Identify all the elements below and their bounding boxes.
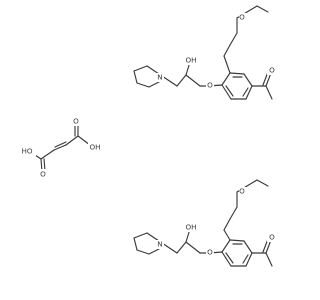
molecule-lower: O OH N O O [133,179,277,267]
hydroxyl-label-left: HO [21,147,32,156]
oxygen-atom-ether-lower: O [207,248,213,257]
structure-svg: O OH N O O HO O O OH [20,5,277,267]
molecule-fumaric-acid: HO O O OH [20,116,104,179]
oxygen-atom-propoxy-lower: O [239,187,245,196]
nitrogen-atom-lower: N [157,240,162,249]
molecule-upper: O OH N O O [133,5,277,100]
oxygen-atom-ketone-lower: O [269,233,275,242]
hydroxyl-label-right: OH [89,143,100,152]
nitrogen-atom-upper: N [157,73,162,82]
chemical-structure-canvas: O OH N O O HO O O OH [20,5,277,267]
oxygen-atom-ether-upper: O [207,81,213,90]
hydroxyl-label-lower: OH [185,223,196,232]
oxygen-atom-propoxy-upper: O [239,13,245,22]
hydroxyl-label-upper: OH [185,56,196,65]
oxygen-atom-carbonyl-lower: O [40,170,46,179]
oxygen-atom-ketone-upper: O [269,66,275,75]
oxygen-atom-carbonyl-upper: O [73,117,79,126]
